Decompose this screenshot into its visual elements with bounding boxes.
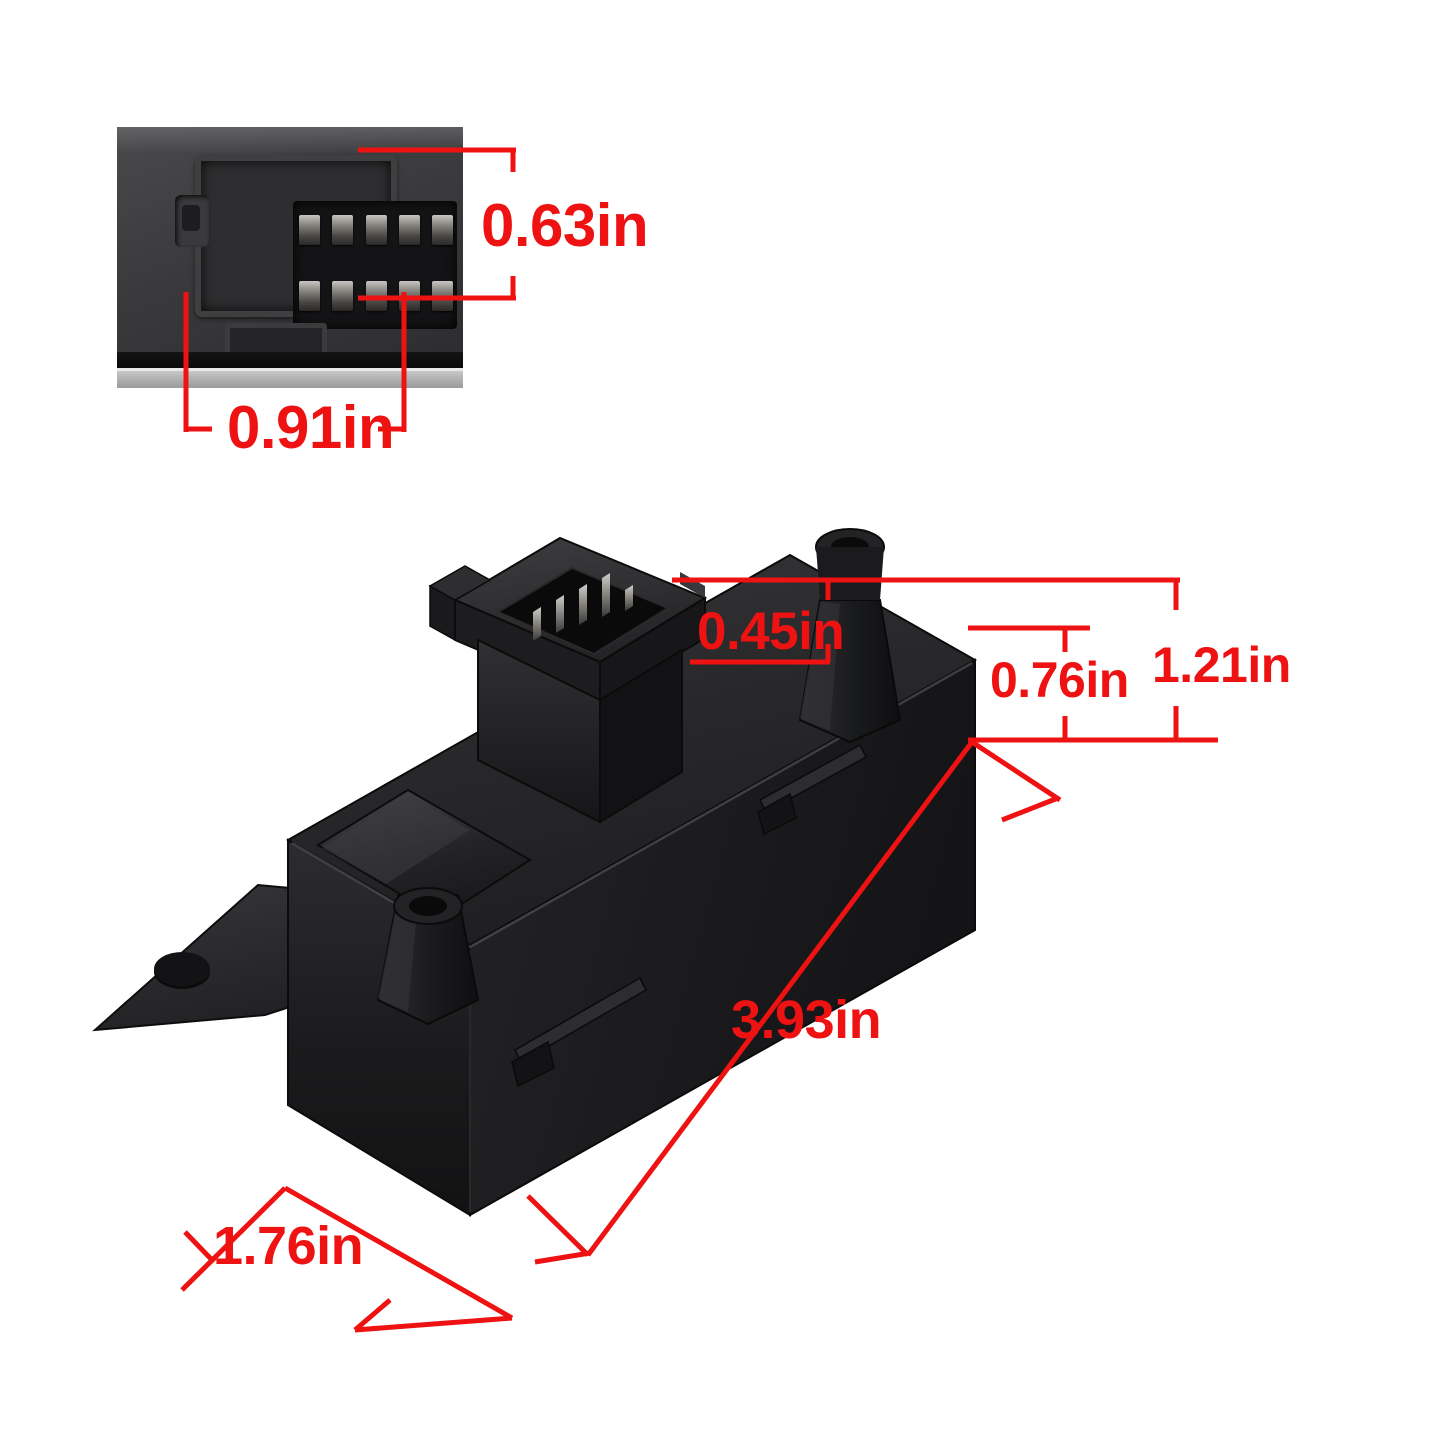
photo-base-shadow <box>117 352 463 368</box>
dimension-label-overall-length: 3.93in <box>731 990 882 1050</box>
connector-pin <box>332 281 354 311</box>
dimension-label-inset-width: 0.91in <box>227 394 395 461</box>
photo-base-metal-strip <box>117 368 463 388</box>
dimension-label-body-height: 0.76in <box>990 652 1129 708</box>
connector-pin <box>398 281 420 311</box>
raised-pad <box>316 788 532 920</box>
connector-pin <box>365 281 387 311</box>
mounting-bracket <box>92 883 421 1032</box>
connector-cavity <box>293 201 457 329</box>
connector-pin <box>365 215 387 245</box>
connector-closeup-photo <box>117 127 463 388</box>
housing-front-right-face <box>469 658 976 1217</box>
photo-highlight <box>117 127 463 153</box>
dimension-label-inset-height: 0.63in <box>481 192 649 259</box>
housing-top-face <box>285 553 978 947</box>
connector-pin-blades <box>533 573 633 641</box>
connector-housing <box>195 155 457 329</box>
connector-pin <box>332 215 354 245</box>
dimension-label-overall-height: 1.21in <box>1152 637 1291 693</box>
connector-keyway-notch <box>175 195 209 247</box>
dimension-label-overall-width: 1.76in <box>213 1216 364 1276</box>
connector-pin <box>432 281 453 311</box>
dimension-label-connector-height: 0.45in <box>697 602 845 661</box>
connector-pin <box>398 215 420 245</box>
connector-pin-row-top <box>299 213 453 247</box>
connector-shroud <box>428 536 708 824</box>
connector-pin <box>299 281 320 311</box>
housing-front-left-face <box>287 838 471 1217</box>
mounting-boss-left <box>376 887 480 1026</box>
connector-pin <box>432 215 453 245</box>
connector-pin-row-bottom <box>299 279 453 313</box>
connector-pin <box>299 215 320 245</box>
